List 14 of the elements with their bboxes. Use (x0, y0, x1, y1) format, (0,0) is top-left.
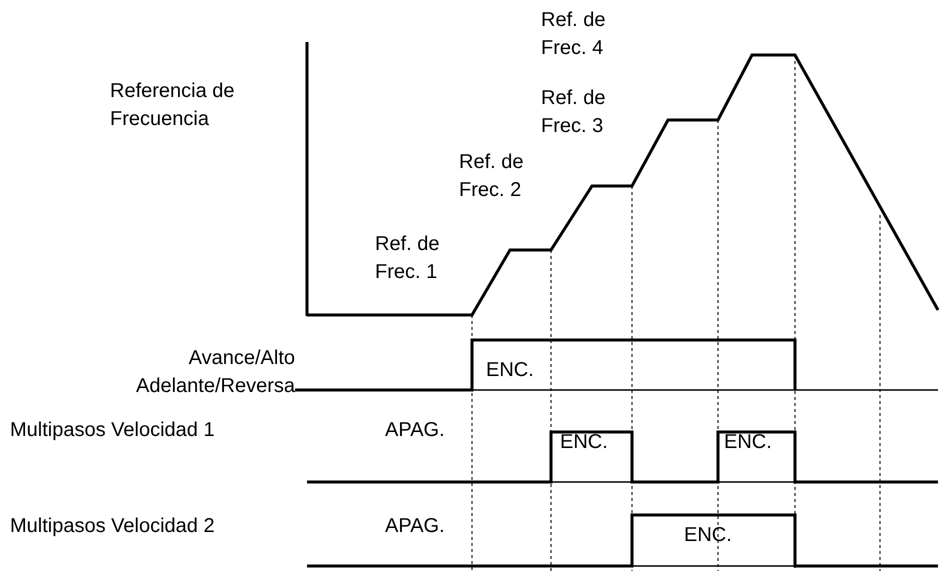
state-label: ENC. (486, 359, 534, 381)
state-label: ENC. (684, 524, 732, 546)
state-label: APAG. (385, 515, 445, 537)
state-label: APAG. (385, 419, 445, 441)
state-label: ENC. (724, 431, 772, 453)
signal-label: Multipasos Velocidad 1 (10, 419, 215, 441)
step-label: Ref. de Frec. 1 (375, 233, 440, 283)
step-label: Ref. de Frec. 3 (541, 87, 606, 137)
signal-label: Multipasos Velocidad 2 (10, 515, 215, 537)
state-label: ENC. (560, 431, 608, 453)
step-label: Ref. de Frec. 4 (541, 9, 606, 59)
signal-label: Avance/Alto Adelante/Reversa (136, 347, 295, 397)
step-label: Ref. de Frec. 2 (459, 151, 524, 201)
axis-label: Referencia de Frecuencia (110, 80, 235, 130)
